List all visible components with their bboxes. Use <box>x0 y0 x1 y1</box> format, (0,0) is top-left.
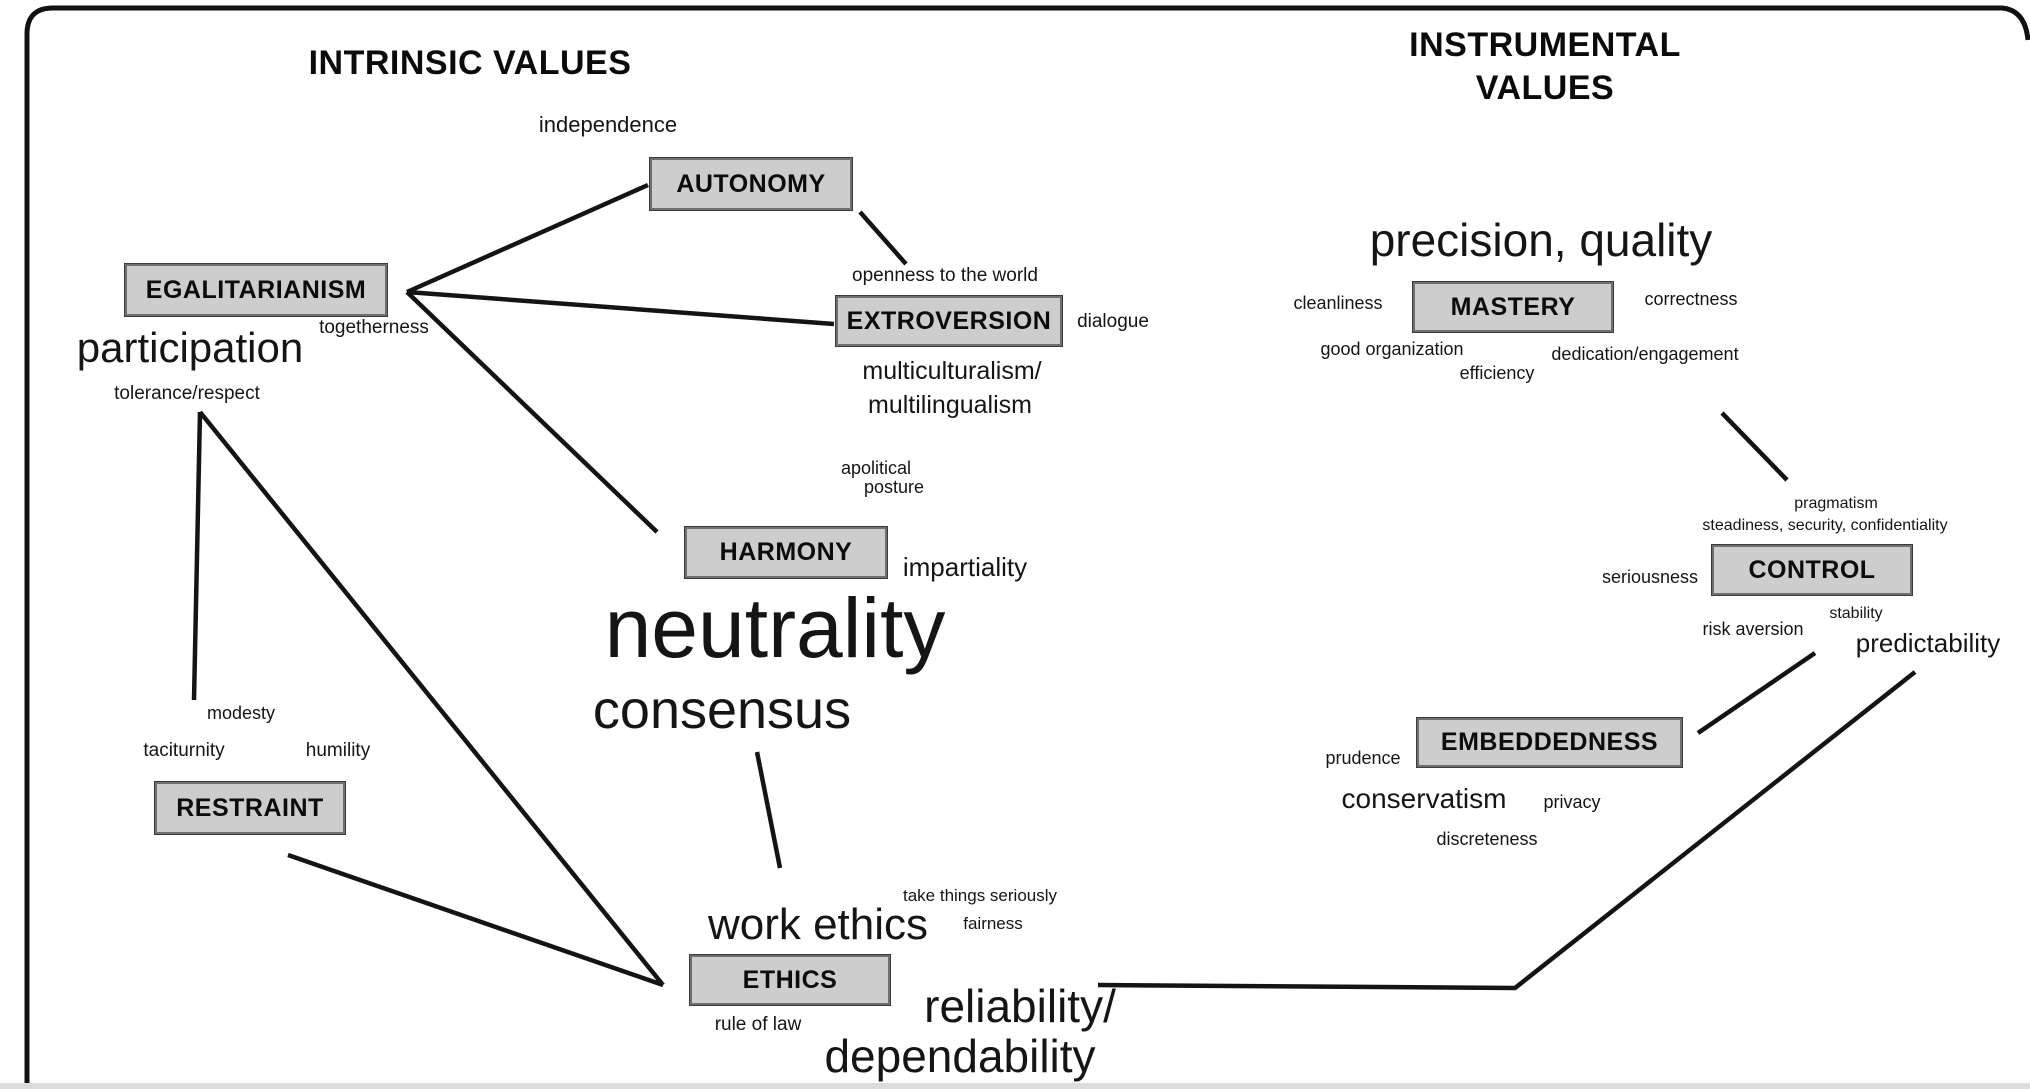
node-harmony: HARMONY <box>684 526 888 579</box>
node-mastery: MASTERY <box>1412 281 1614 333</box>
edge-tolerance-restraint <box>191 411 203 701</box>
label-humility: humility <box>305 740 371 761</box>
label-rule-of-law: rule of law <box>714 1014 802 1035</box>
label-work-ethics: work ethics <box>707 900 929 949</box>
node-control: CONTROL <box>1711 544 1913 596</box>
label-take-things-seriously: take things seriously <box>902 886 1058 905</box>
node-egalitarianism: EGALITARIANISM <box>124 263 388 317</box>
label-correctness: correctness <box>1644 289 1738 309</box>
edge-restraint-ethics <box>287 852 664 988</box>
label-privacy: privacy <box>1543 792 1601 812</box>
title-intrinsic-values: INTRINSIC VALUES <box>308 44 632 82</box>
edge-autonomy-extroversion <box>858 210 908 266</box>
label-conservatism: conservatism <box>1341 783 1507 814</box>
label-dialogue: dialogue <box>1077 311 1149 332</box>
label-taciturnity: taciturnity <box>143 740 225 761</box>
node-autonomy: AUTONOMY <box>649 157 853 211</box>
label-seriousness: seriousness <box>1601 567 1699 587</box>
label-stability: stability <box>1829 605 1883 622</box>
edge-egalitarianism-harmony <box>405 290 659 534</box>
label-reliability: reliability/ <box>924 980 1116 1032</box>
node-extroversion: EXTROVERSION <box>835 295 1063 347</box>
label-steadiness-security-confidentiality: steadiness, security, confidentiality <box>1702 517 1948 534</box>
node-ethics: ETHICS <box>689 954 891 1006</box>
edge-ethics-control <box>1097 670 1917 991</box>
label-consensus: consensus <box>592 680 852 740</box>
title-instrumental-values: INSTRUMENTAL VALUES <box>1409 26 1681 107</box>
edge-mastery-control <box>1720 411 1789 482</box>
label-neutrality: neutrality <box>604 581 946 675</box>
label-modesty: modesty <box>206 703 276 723</box>
label-multilingualism: multilingualism <box>868 391 1032 419</box>
label-discreteness: discreteness <box>1436 829 1538 849</box>
label-togetherness: togetherness <box>319 317 429 338</box>
label-dependability: dependability <box>824 1030 1096 1082</box>
label-posture: posture <box>863 477 925 497</box>
edge-embeddedness-control <box>1696 651 1817 735</box>
label-cleanliness: cleanliness <box>1293 293 1383 313</box>
figure-frame <box>24 5 2030 1089</box>
node-embeddedness: EMBEDDEDNESS <box>1416 717 1683 768</box>
node-restraint: RESTRAINT <box>154 781 346 835</box>
label-openness-to-the-world: openness to the world <box>852 265 1038 286</box>
label-apolitical: apolitical <box>840 458 912 478</box>
label-dedication-engagement: dedication/engagement <box>1551 344 1739 364</box>
label-pragmatism: pragmatism <box>1794 495 1878 512</box>
edge-egalitarianism-extroversion <box>406 289 835 327</box>
label-independence: independence <box>538 112 678 137</box>
edge-egalitarianism-autonomy <box>406 182 649 295</box>
edge-consensus-workethics <box>754 751 783 869</box>
label-efficiency: efficiency <box>1459 363 1535 383</box>
edge-tolerance-ethics <box>198 410 665 987</box>
label-prudence: prudence <box>1325 748 1401 768</box>
label-precision-quality: precision, quality <box>1369 214 1713 266</box>
label-tolerance-respect: tolerance/respect <box>114 383 260 404</box>
label-predictability: predictability <box>1855 628 2001 658</box>
label-participation: participation <box>76 324 304 371</box>
label-multiculturalism: multiculturalism/ <box>862 357 1042 385</box>
screenshot-bottom-edge <box>0 1083 2030 1089</box>
label-risk-aversion: risk aversion <box>1702 619 1804 639</box>
label-impartiality: impartiality <box>902 552 1028 582</box>
label-good-organization: good organization <box>1320 339 1464 359</box>
label-fairness: fairness <box>963 914 1023 933</box>
